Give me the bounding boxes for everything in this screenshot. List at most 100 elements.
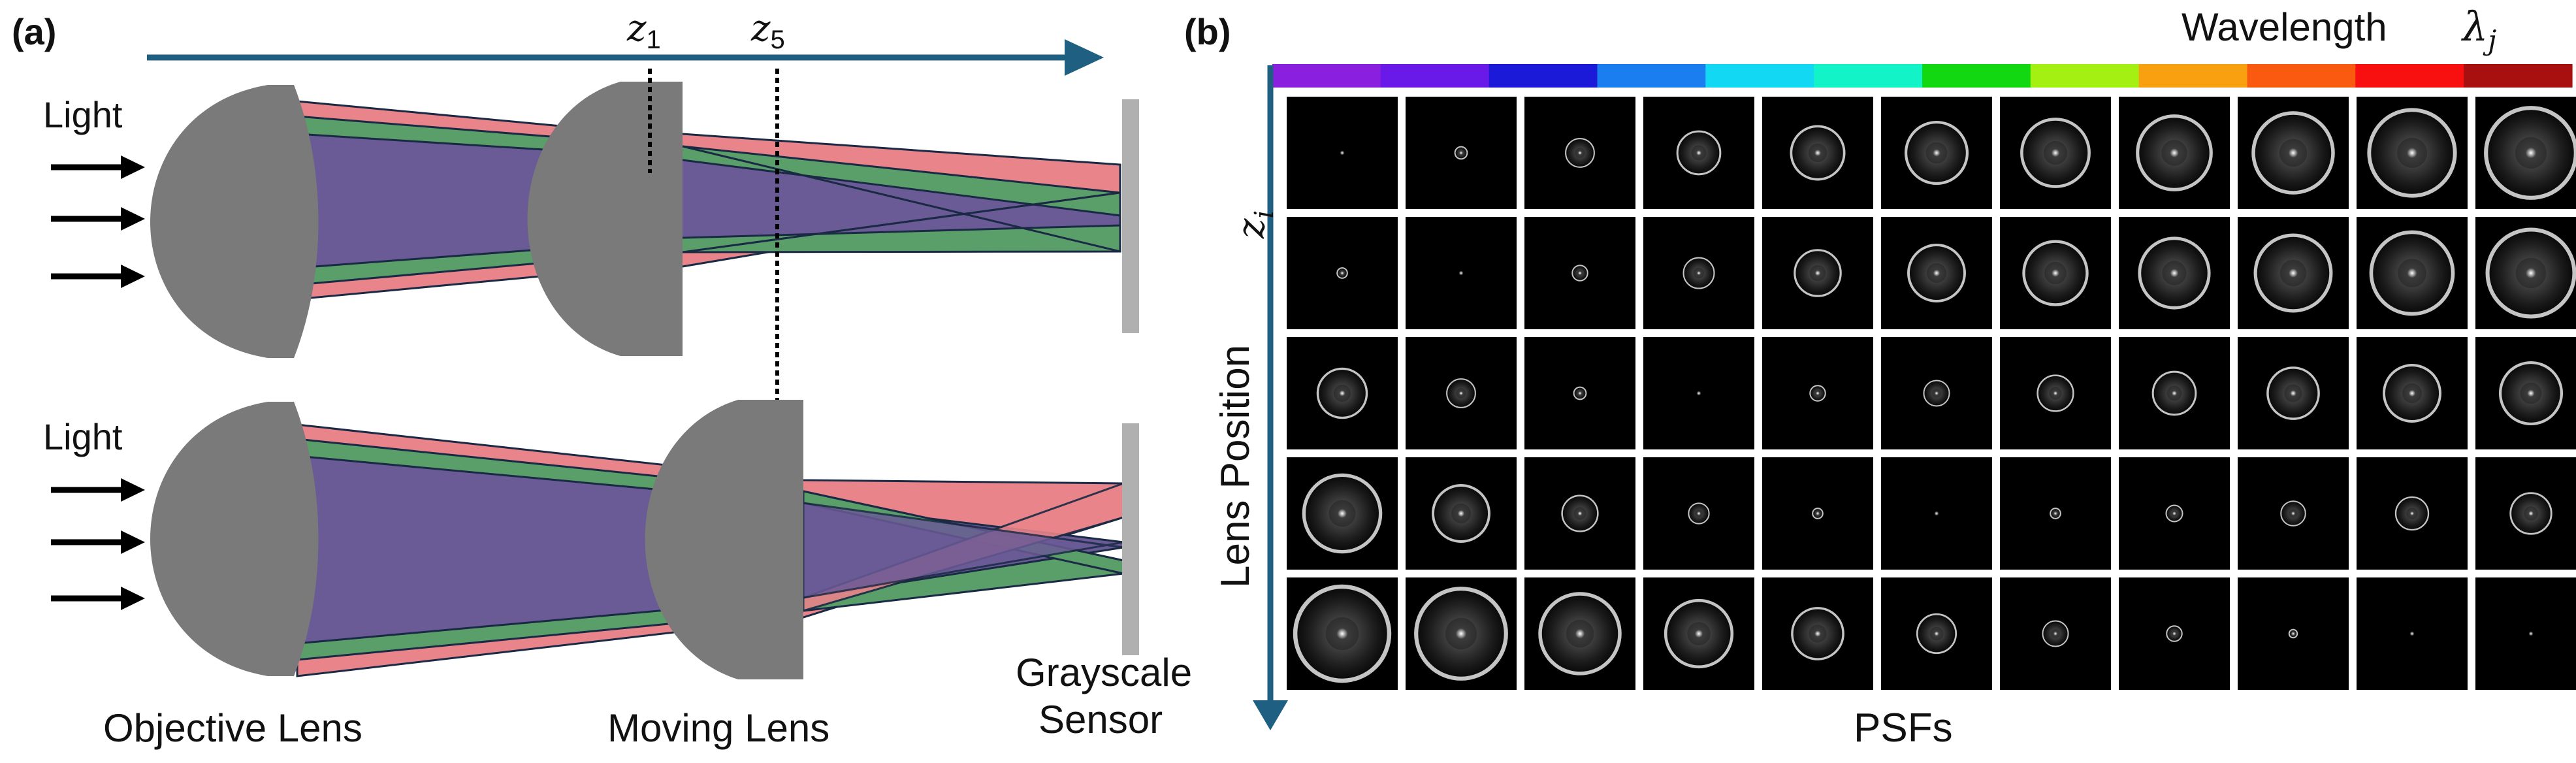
psf-tile bbox=[1406, 97, 1517, 209]
spectrum-segment bbox=[2355, 64, 2464, 88]
psf-tile bbox=[1406, 577, 1517, 690]
panel-b: (b) Wavelength λj zi Lens Position PSFs bbox=[1184, 3, 2576, 751]
psf-tile bbox=[2119, 577, 2230, 690]
bottom-optical-system: Light bbox=[43, 400, 1139, 679]
beam-edge-line-1 bbox=[682, 145, 1121, 253]
z1-label: z1 bbox=[626, 7, 661, 54]
spectrum-segment bbox=[1380, 64, 1490, 88]
psf-tile bbox=[2119, 457, 2230, 570]
lens-position-axis bbox=[1253, 65, 1288, 730]
psf-tile bbox=[1406, 457, 1517, 570]
psf-tile bbox=[2357, 97, 2468, 209]
psf-tile bbox=[1287, 97, 1398, 209]
spectrum-segment bbox=[1705, 64, 1814, 88]
spectrum-segment bbox=[2464, 64, 2573, 88]
psf-tile bbox=[2238, 217, 2349, 329]
sensor-label-line2: Sensor bbox=[1038, 698, 1163, 741]
psf-tile bbox=[1524, 337, 1635, 449]
light-label-top: Light bbox=[43, 94, 123, 135]
psf-tile bbox=[1524, 577, 1635, 690]
panel-a: (a) z1 z5 bbox=[12, 7, 1192, 750]
psf-tile bbox=[2475, 577, 2576, 690]
panel-a-label: (a) bbox=[12, 11, 56, 52]
objective-lens-top bbox=[150, 85, 319, 358]
spectrum-segment bbox=[2138, 64, 2248, 88]
psf-tile bbox=[1524, 97, 1635, 209]
sensor-bottom bbox=[1122, 423, 1139, 655]
psf-tile bbox=[1406, 217, 1517, 329]
spectrum-segment bbox=[1922, 64, 2031, 88]
psf-tile bbox=[1643, 337, 1754, 449]
psf-tile bbox=[2238, 577, 2349, 690]
psf-tile bbox=[1881, 217, 1992, 329]
psf-tile bbox=[2000, 217, 2111, 329]
psf-tile bbox=[2357, 577, 2468, 690]
light-label-bottom: Light bbox=[43, 416, 123, 457]
psf-tile bbox=[1643, 97, 1754, 209]
psf-tile bbox=[1881, 337, 1992, 449]
psf-tile bbox=[2119, 97, 2230, 209]
top-optical-system: Light bbox=[43, 69, 1139, 358]
psf-tile bbox=[2475, 337, 2576, 449]
spectrum-segment bbox=[1814, 64, 1923, 88]
sensor-label-line1: Grayscale bbox=[1016, 651, 1192, 694]
psf-tile bbox=[2357, 457, 2468, 570]
spectrum-segment bbox=[1597, 64, 1706, 88]
psf-tile bbox=[2238, 457, 2349, 570]
psf-tile bbox=[1287, 457, 1398, 570]
psf-tile bbox=[2238, 97, 2349, 209]
psf-tile bbox=[2475, 457, 2576, 570]
psf-tile bbox=[2357, 217, 2468, 329]
spectrum-segment bbox=[2247, 64, 2356, 88]
psf-tile bbox=[1881, 97, 1992, 209]
beam-edge-line-2 bbox=[682, 191, 1121, 253]
z-axis-arrowhead bbox=[1065, 39, 1104, 76]
psf-tile bbox=[2238, 337, 2349, 449]
psf-grid bbox=[1287, 97, 2576, 690]
psf-tile bbox=[1762, 97, 1873, 209]
psf-tile bbox=[2119, 337, 2230, 449]
psf-tile bbox=[1643, 457, 1754, 570]
psf-tile bbox=[1287, 217, 1398, 329]
z-axis-arrow bbox=[147, 39, 1104, 76]
lambda-label: λj bbox=[2460, 3, 2496, 56]
zi-label: zi bbox=[1229, 210, 1280, 239]
psf-tile bbox=[1287, 337, 1398, 449]
sensor-top bbox=[1122, 99, 1139, 333]
psf-tile bbox=[2357, 337, 2468, 449]
spectrum-segment bbox=[2030, 64, 2140, 88]
objective-lens-label: Objective Lens bbox=[103, 706, 362, 750]
moving-lens-top bbox=[527, 82, 683, 356]
psf-tile bbox=[1881, 577, 1992, 690]
psf-tile bbox=[2000, 577, 2111, 690]
moving-lens-label: Moving Lens bbox=[607, 706, 829, 750]
wavelength-label: Wavelength bbox=[2182, 5, 2387, 49]
psf-tile bbox=[1762, 337, 1873, 449]
psf-tile bbox=[2000, 457, 2111, 570]
psf-tile bbox=[1524, 457, 1635, 570]
psf-tile bbox=[2119, 217, 2230, 329]
psf-tile bbox=[1762, 217, 1873, 329]
lens-position-label: Lens Position bbox=[1213, 345, 1258, 588]
light-arrows-bottom bbox=[51, 478, 145, 610]
psf-tile bbox=[1762, 577, 1873, 690]
psf-tile bbox=[2000, 337, 2111, 449]
psf-tile bbox=[1762, 457, 1873, 570]
psf-tile bbox=[1524, 217, 1635, 329]
wavelength-spectrum-bar bbox=[1272, 64, 2573, 88]
light-arrows-top bbox=[51, 155, 145, 288]
psf-tile bbox=[1643, 217, 1754, 329]
psf-tile bbox=[1287, 577, 1398, 690]
psf-tile bbox=[1643, 577, 1754, 690]
lens-position-axis-arrowhead bbox=[1253, 700, 1288, 730]
psf-tile bbox=[1406, 337, 1517, 449]
moving-lens-bottom bbox=[645, 400, 803, 679]
psf-tile bbox=[1881, 457, 1992, 570]
psf-tile bbox=[2475, 217, 2576, 329]
panel-b-label: (b) bbox=[1184, 11, 1231, 52]
spectrum-segment bbox=[1272, 64, 1381, 88]
psf-tile bbox=[2000, 97, 2111, 209]
psf-tile bbox=[2475, 97, 2576, 209]
spectrum-segment bbox=[1489, 64, 1598, 88]
